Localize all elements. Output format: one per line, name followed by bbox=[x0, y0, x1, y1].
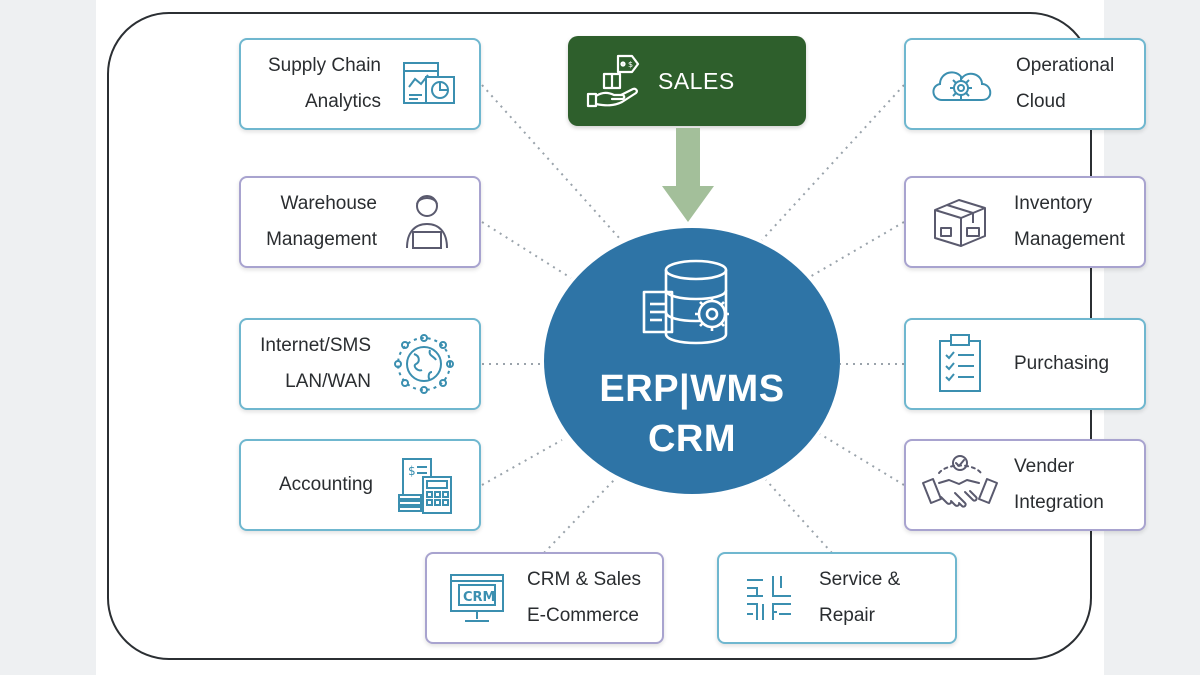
worker-laptop-icon bbox=[377, 192, 477, 252]
globe-network-icon bbox=[371, 332, 477, 396]
connector-crm bbox=[543, 477, 617, 554]
analytics-dashboard-icon bbox=[381, 57, 477, 111]
hand-price-tag-icon: $ bbox=[568, 52, 658, 110]
node-purchasing: Purchasing bbox=[904, 318, 1146, 410]
node-label: Inventory Management bbox=[1014, 193, 1125, 250]
handshake-icon bbox=[906, 453, 1014, 517]
connector-operational-cloud bbox=[761, 84, 905, 241]
calculator-invoice-icon: $ bbox=[373, 455, 477, 515]
cloud-gear-icon bbox=[906, 60, 1016, 108]
node-internet-sms: Internet/SMS LAN/WAN bbox=[239, 318, 481, 410]
connector-accounting bbox=[481, 439, 563, 486]
database-gear-icon bbox=[634, 256, 744, 357]
node-label: CRM & Sales E-Commerce bbox=[527, 569, 642, 626]
node-label: Operational Cloud bbox=[1016, 55, 1115, 112]
connector-inventory bbox=[807, 221, 905, 279]
connector-warehouse bbox=[481, 221, 572, 279]
node-service-repair: Service & Repair bbox=[717, 552, 957, 644]
node-label: Accounting bbox=[278, 474, 373, 495]
node-label: Service & Repair bbox=[819, 569, 901, 626]
erp-hub: ERP|WMS CRM bbox=[544, 228, 840, 494]
node-label: Vender Integration bbox=[1014, 456, 1104, 513]
node-warehouse-management: Warehouse Management bbox=[239, 176, 481, 268]
diagram-canvas: $ SALES ERP|WMS CRM Supply Chain bbox=[96, 0, 1146, 675]
crm-monitor-icon: CRM bbox=[427, 571, 527, 625]
node-operational-cloud: Operational Cloud bbox=[904, 38, 1146, 130]
node-label: Supply Chain Analytics bbox=[267, 55, 381, 112]
sales-box: $ SALES bbox=[568, 36, 806, 126]
node-label: Purchasing bbox=[1014, 353, 1110, 374]
node-label: Warehouse Management bbox=[266, 193, 377, 250]
node-accounting: Accounting $ bbox=[239, 439, 481, 531]
node-vender-integration: Vender Integration bbox=[904, 439, 1146, 531]
sales-label: SALES bbox=[658, 67, 735, 94]
service-lines-icon bbox=[719, 574, 819, 622]
node-supply-chain-analytics: Supply Chain Analytics bbox=[239, 38, 481, 130]
hub-title-line1: ERP|WMS bbox=[599, 368, 785, 410]
svg-text:$: $ bbox=[628, 60, 633, 69]
boxes-icon bbox=[906, 194, 1014, 250]
connector-service bbox=[765, 479, 833, 554]
connector-lines bbox=[481, 84, 905, 554]
crm-icon-text: CRM bbox=[463, 590, 496, 605]
connector-vender bbox=[819, 433, 905, 486]
node-inventory-management: Inventory Management bbox=[904, 176, 1146, 268]
clipboard-checklist-icon bbox=[906, 333, 1014, 395]
svg-text:$: $ bbox=[408, 464, 416, 478]
hub-title-line2: CRM bbox=[647, 418, 737, 460]
down-arrow bbox=[662, 128, 714, 222]
node-label: Internet/SMS LAN/WAN bbox=[260, 335, 371, 392]
node-crm-sales: CRM CRM & Sales E-Commerce bbox=[425, 552, 664, 644]
